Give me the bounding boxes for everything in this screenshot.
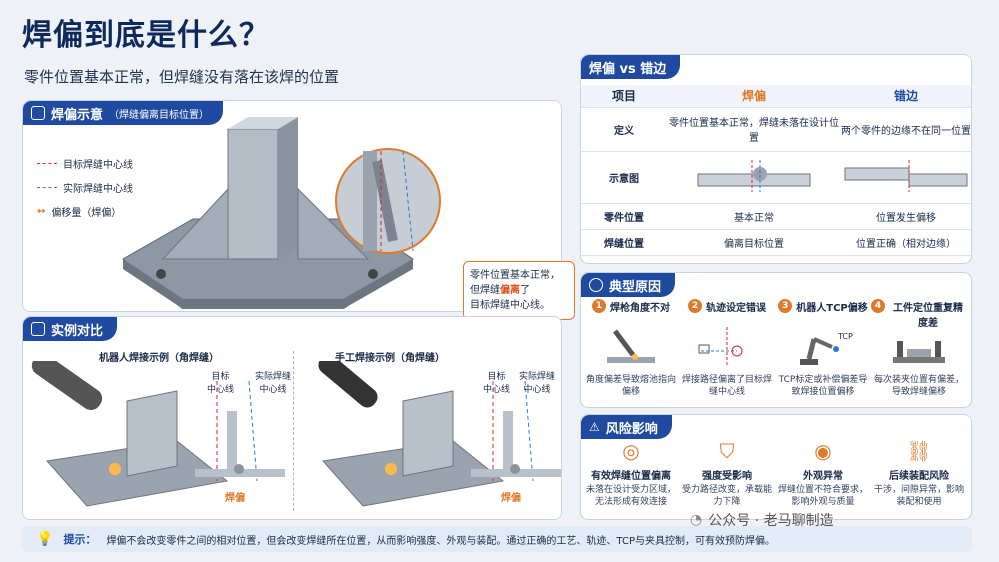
weld-offset-diagram-panel: 焊偏示意（焊缝偏离目标位置） 目标焊缝中心线 实际焊缝中心线 ↔偏移量（焊偏） … — [22, 100, 575, 320]
risk-item-3: ◉ 外观异常焊缝位置不符合要求，影响外观与质量 — [777, 439, 868, 507]
offset-schematic — [697, 159, 811, 192]
robot-example-caption: 机器人焊接示例（角焊缝） — [99, 353, 219, 364]
legend-actual-line: 实际焊缝中心线 — [37, 175, 133, 199]
wechat-icon: ◔ — [690, 512, 703, 528]
example-divider — [293, 351, 294, 511]
torch-angle-icon — [607, 329, 655, 363]
warning-icon: ⚠ — [589, 420, 600, 434]
robot-target-label: 目标 中心线 — [207, 372, 235, 395]
page-title: 焊偏到底是什么？ — [22, 18, 270, 53]
robot-offset-label: 焊偏 — [225, 493, 245, 504]
offset-callout: 零件位置基本正常， 但焊缝偏离了 目标焊缝中心线。 — [463, 261, 575, 320]
wechat-watermark: ◔公众号 · 老马聊制造 — [690, 512, 834, 529]
legend-offset: ↔偏移量（焊偏） — [37, 205, 122, 219]
manual-offset-label: 焊偏 — [501, 493, 521, 504]
robot-weld-illustration — [31, 361, 285, 507]
target-icon: ◎ — [622, 439, 640, 463]
legend-target-line: 目标焊缝中心线 — [37, 151, 133, 175]
compare-panel-tab: 焊偏 vs 错边 — [581, 55, 681, 79]
base-plate-illustration — [122, 117, 414, 309]
example-compare-panel: 实例对比 机器人焊接示例（角焊缝） 手工焊接示例（角焊缝） 目标 中心线 实际焊… — [22, 316, 562, 520]
chart-icon — [31, 322, 45, 336]
risk-item-2: ⛉ 强度受影响受力路径改变，承载能力下降 — [681, 439, 772, 507]
gear-icon — [589, 278, 603, 292]
robot-arm-icon: TCP — [800, 332, 853, 365]
lightbulb-icon: 💡 — [36, 531, 54, 547]
risk-item-4: ⛓ 后续装配风险干涉，间隙异常，影响装配和使用 — [873, 439, 964, 507]
compare-panel: 焊偏 vs 错边 项目 焊偏 错边 定义零件位置基本正常，焊缝未落在设计位置两个… — [580, 54, 972, 264]
weld-zoom-illustration — [335, 148, 441, 254]
manual-example-caption: 手工焊接示例（角焊缝） — [335, 353, 445, 364]
compare-table: 项目 焊偏 错边 定义零件位置基本正常，焊缝未落在设计位置两个零件的边缘不在同一… — [581, 85, 971, 256]
diagram-legend: 目标焊缝中心线 实际焊缝中心线 ↔偏移量（焊偏） — [37, 151, 133, 223]
risks-panel-tab: ⚠风险影响 — [581, 415, 672, 439]
diagram-icon — [31, 106, 45, 120]
manual-actual-label: 实际焊缝 中心线 — [519, 372, 556, 395]
tcp-label: TCP — [837, 332, 853, 341]
manual-target-label: 目标 中心线 — [483, 372, 511, 395]
causes-panel-tab: 典型原因 — [581, 273, 676, 297]
eye-icon: ◉ — [814, 439, 832, 463]
fixture-icon — [893, 341, 945, 363]
misalign-schematic — [844, 159, 968, 192]
risk-item-1: ◎ 有效焊缝位置偏离未落在设计受力区域，无法形成有效连接 — [585, 439, 676, 507]
manual-weld-illustration — [318, 361, 561, 507]
compare-row-weld-position: 焊缝位置偏离目标位置位置正确（相对边缘） — [581, 229, 971, 256]
link-icon: ⛓ — [906, 439, 932, 463]
example-panel-tab: 实例对比 — [23, 317, 118, 341]
compare-row-part-position: 零件位置基本正常位置发生偏移 — [581, 203, 971, 230]
tip-bar: 💡 提示： 焊偏不会改变零件之间的相对位置，但会改变焊缝所在位置，从而影响强度、… — [22, 526, 972, 552]
path-error-icon — [698, 327, 743, 367]
shield-icon: ⛉ — [719, 439, 735, 463]
compare-row-schematic: 示意图 — [581, 151, 971, 204]
diagram-panel-tab: 焊偏示意（焊缝偏离目标位置） — [23, 101, 224, 125]
risks-panel: ⚠风险影响 ◎ 有效焊缝位置偏离未落在设计受力区域，无法形成有效连接 ⛉ 强度受… — [580, 414, 972, 520]
robot-actual-label: 实际焊缝 中心线 — [255, 372, 292, 395]
page-subtitle: 零件位置基本正常，但焊缝没有落在该焊的位置 — [24, 68, 340, 86]
compare-header-row: 项目 焊偏 错边 — [581, 85, 971, 108]
compare-row-definition: 定义零件位置基本正常，焊缝未落在设计位置两个零件的边缘不在同一位置 — [581, 107, 971, 152]
